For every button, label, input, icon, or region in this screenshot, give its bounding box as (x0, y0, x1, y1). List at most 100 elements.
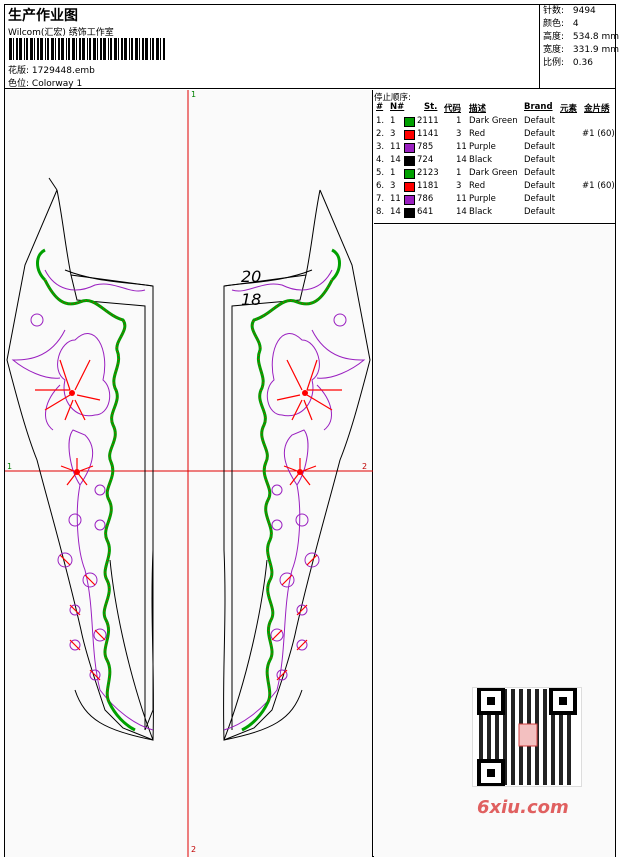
header-seq: 金片绣 (584, 104, 610, 114)
header-elem: 元素 (560, 104, 578, 114)
row-desc: Red (469, 181, 486, 191)
row-code: 1 (456, 168, 462, 178)
row-n: 1 (390, 116, 396, 126)
row-desc: Black (469, 155, 492, 165)
row-brand: Default (524, 207, 556, 217)
row-seq: #1 (60) (582, 129, 615, 139)
axis-label-bottom: 2 (191, 845, 197, 854)
qr-code (472, 687, 582, 787)
row-brand: Default (524, 194, 556, 204)
row-brand: Default (524, 155, 556, 165)
header-st: St. (424, 102, 438, 112)
stats-panel: 针数: 9494 颜色: 4 高度: 534.8 mm 宽度: 331.9 mm… (543, 5, 620, 70)
header-brand: Brand (524, 102, 553, 112)
row-code: 3 (456, 129, 462, 139)
row-n: 11 (390, 194, 401, 204)
row-brand: Default (524, 142, 556, 152)
right-red-flower-centers (297, 390, 308, 475)
row-code: 11 (456, 194, 467, 204)
header-num: # (376, 102, 384, 112)
design-canvas: 20 18 (5, 90, 373, 857)
left-red-flower-centers (69, 390, 80, 475)
row-st: 641 (417, 207, 434, 217)
row-n: 3 (390, 181, 396, 191)
row-brand: Default (524, 181, 556, 191)
row-code: 1 (456, 116, 462, 126)
row-code: 14 (456, 155, 467, 165)
stat-stitches: 针数: 9494 (543, 6, 596, 16)
row-seq: #1 (60) (582, 181, 615, 191)
header-code: 代码 (444, 104, 462, 114)
row-num: 7. (376, 194, 385, 204)
barcode (9, 38, 165, 60)
row-code: 3 (456, 181, 462, 191)
row-brand: Default (524, 116, 556, 126)
axis-label-left: 1 (7, 462, 13, 471)
page-title: 生产作业图 (8, 8, 78, 24)
production-sheet: 生产作业图 Wilcom(汇宏) 绣饰工作室 花版: 1729448.emb 色… (4, 4, 620, 857)
row-desc: Dark Green (469, 168, 518, 178)
left-panel-outline (6, 177, 154, 741)
row-num: 5. (376, 168, 385, 178)
row-desc: Black (469, 207, 492, 217)
color-swatch (404, 195, 415, 205)
row-desc: Purple (469, 142, 496, 152)
design-file-line: 花版: 1729448.emb (8, 63, 95, 76)
left-green-vine (36, 248, 136, 732)
row-n: 14 (390, 155, 401, 165)
row-desc: Red (469, 129, 486, 139)
stat-width: 宽度: 331.9 mm (543, 45, 620, 55)
row-desc: Dark Green (469, 116, 518, 126)
left-vine-red-stitch (44, 279, 126, 703)
right-red-embroidery (271, 359, 342, 681)
left-red-embroidery (35, 359, 106, 681)
row-n: 14 (390, 207, 401, 217)
row-st: 1141 (417, 129, 439, 139)
table-header: # N# St. 代码 描述 Brand 元素 金片绣 (374, 102, 615, 114)
mark-18: 18 (241, 290, 261, 309)
header: 生产作业图 Wilcom(汇宏) 绣饰工作室 花版: 1729448.emb 色… (5, 5, 620, 89)
color-swatch (404, 208, 415, 218)
color-swatch (404, 156, 415, 166)
row-n: 1 (390, 168, 396, 178)
row-st: 2123 (417, 168, 439, 178)
design-label: 花版: (8, 66, 30, 76)
table-title: 停止顺序: (374, 93, 411, 103)
axis-label-top: 1 (191, 90, 197, 99)
row-code: 11 (456, 142, 467, 152)
watermark: 6xiu.com (477, 797, 569, 818)
embroidery-design-preview: 20 18 1 2 1 2 (5, 90, 373, 857)
color-swatch (404, 143, 415, 153)
header-info: 生产作业图 Wilcom(汇宏) 绣饰工作室 花版: 1729448.emb 色… (5, 5, 540, 89)
row-n: 3 (390, 129, 396, 139)
company-name: Wilcom(汇宏) 绣饰工作室 (8, 28, 114, 38)
colorway-label: 色位: (8, 79, 30, 89)
row-desc: Purple (469, 194, 496, 204)
row-code: 14 (456, 207, 467, 217)
stat-scale: 比例: 0.36 (543, 58, 593, 68)
row-num: 3. (376, 142, 385, 152)
row-st: 785 (417, 142, 434, 152)
right-purple-embroidery (223, 269, 366, 731)
row-n: 11 (390, 142, 401, 152)
design-file: 1729448.emb (31, 66, 95, 76)
right-green-vine (241, 248, 341, 732)
color-swatch (404, 169, 415, 179)
row-num: 2. (376, 129, 385, 139)
row-num: 8. (376, 207, 385, 217)
header-desc: 描述 (469, 104, 487, 114)
row-brand: Default (524, 129, 556, 139)
left-purple-embroidery (11, 269, 154, 731)
notes-area: 6xiu.com (374, 225, 615, 857)
row-num: 4. (376, 155, 385, 165)
colorway-line: 色位: Colorway 1 (8, 76, 82, 89)
colorway-value: Colorway 1 (31, 79, 83, 89)
mark-20: 20 (241, 267, 261, 286)
color-swatch (404, 117, 415, 127)
row-st: 786 (417, 194, 434, 204)
